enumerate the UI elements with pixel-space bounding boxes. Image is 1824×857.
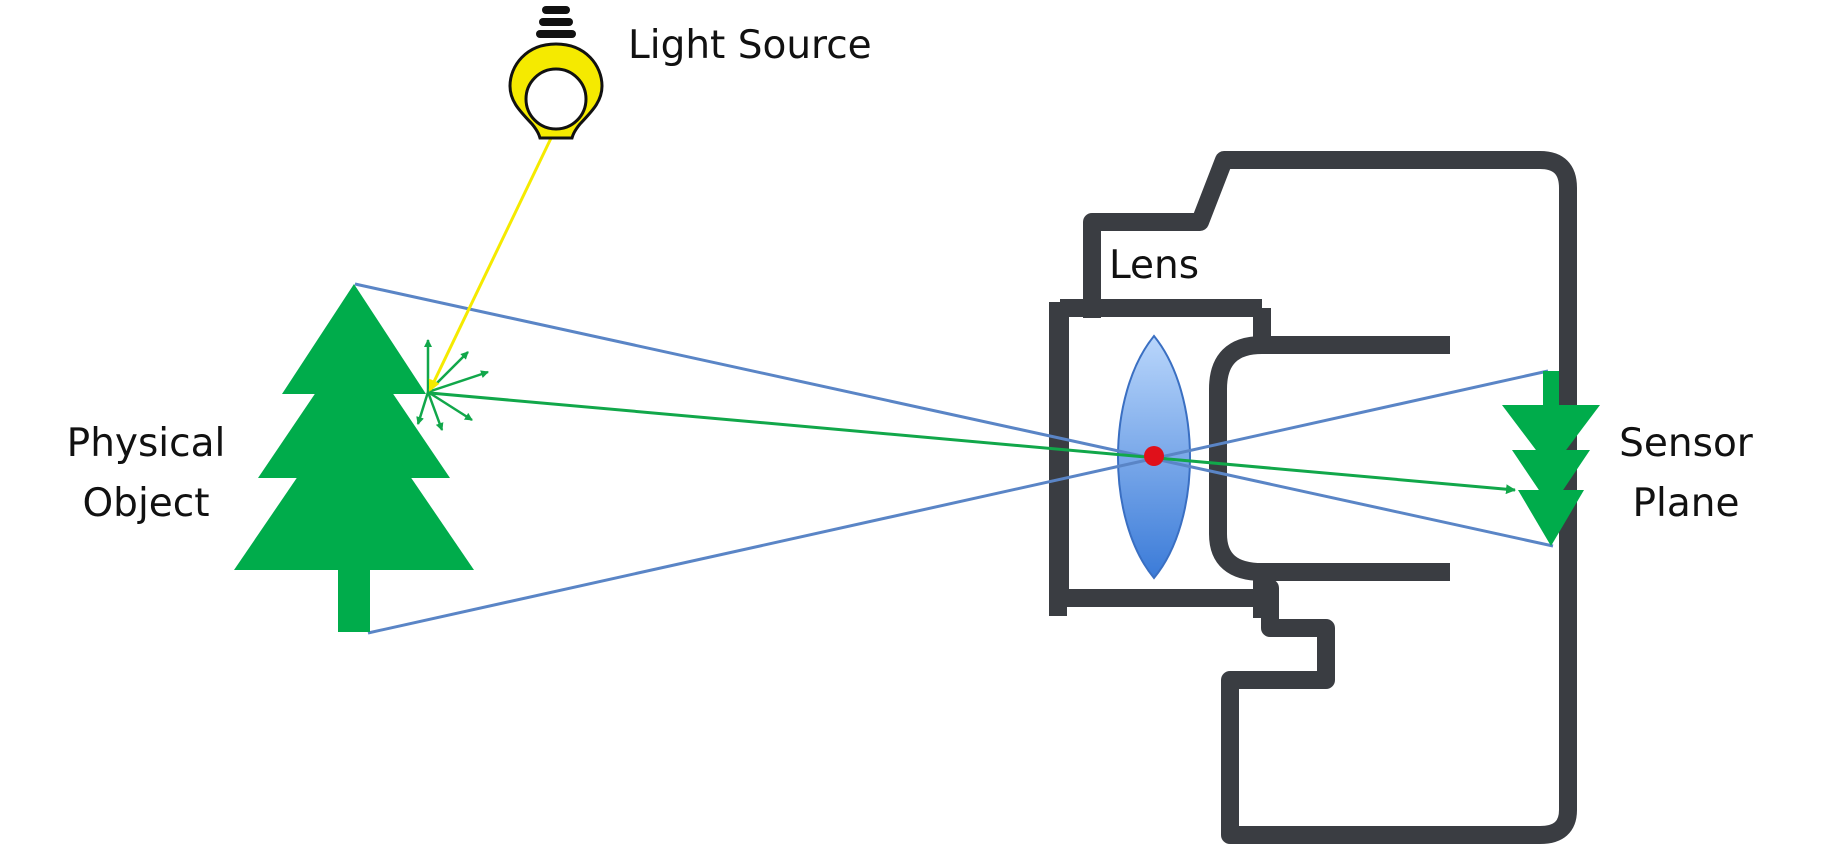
light-source-label: Light Source <box>628 23 872 68</box>
scatter-arrow-downright <box>427 390 473 422</box>
tree-icon <box>234 284 474 632</box>
bulb-base-band-2 <box>539 18 573 26</box>
sensor-plane-label-line2: Plane <box>1632 481 1740 526</box>
tree-bottom-tier <box>234 394 474 570</box>
scatter-arrow-down <box>426 391 444 431</box>
bulb-inner <box>524 67 588 131</box>
physical-object-label-line1: Physical <box>66 421 226 466</box>
scatter-arrow-downleft <box>416 391 430 425</box>
sensor-plane-label-line1: Sensor <box>1619 421 1753 466</box>
camera-body-outline <box>1083 151 1577 844</box>
camera-icon <box>1049 151 1577 844</box>
bulb-base-band-1 <box>542 6 570 14</box>
inverted-tree-tier-2 <box>1512 450 1590 508</box>
inverted-tree-tier-3 <box>1518 490 1584 546</box>
light-ray <box>428 133 555 392</box>
tree-trunk <box>338 548 370 632</box>
green-ray-to-sensor <box>429 391 1516 495</box>
physical-object-label-line2: Object <box>82 481 210 526</box>
focal-point <box>1144 446 1164 466</box>
lens-label: Lens <box>1108 243 1200 288</box>
inverted-tree-icon <box>1502 371 1600 546</box>
sensor-housing <box>1209 336 1450 581</box>
light-bulb-icon <box>508 6 604 140</box>
scatter-arrows <box>416 339 489 431</box>
bulb-base-band-3 <box>536 30 576 38</box>
inverted-tree-tier-1 <box>1502 405 1600 470</box>
ray-top-to-bottom <box>354 282 1554 548</box>
projection-rays <box>354 282 1554 635</box>
ray-bottom-to-top <box>367 369 1549 635</box>
